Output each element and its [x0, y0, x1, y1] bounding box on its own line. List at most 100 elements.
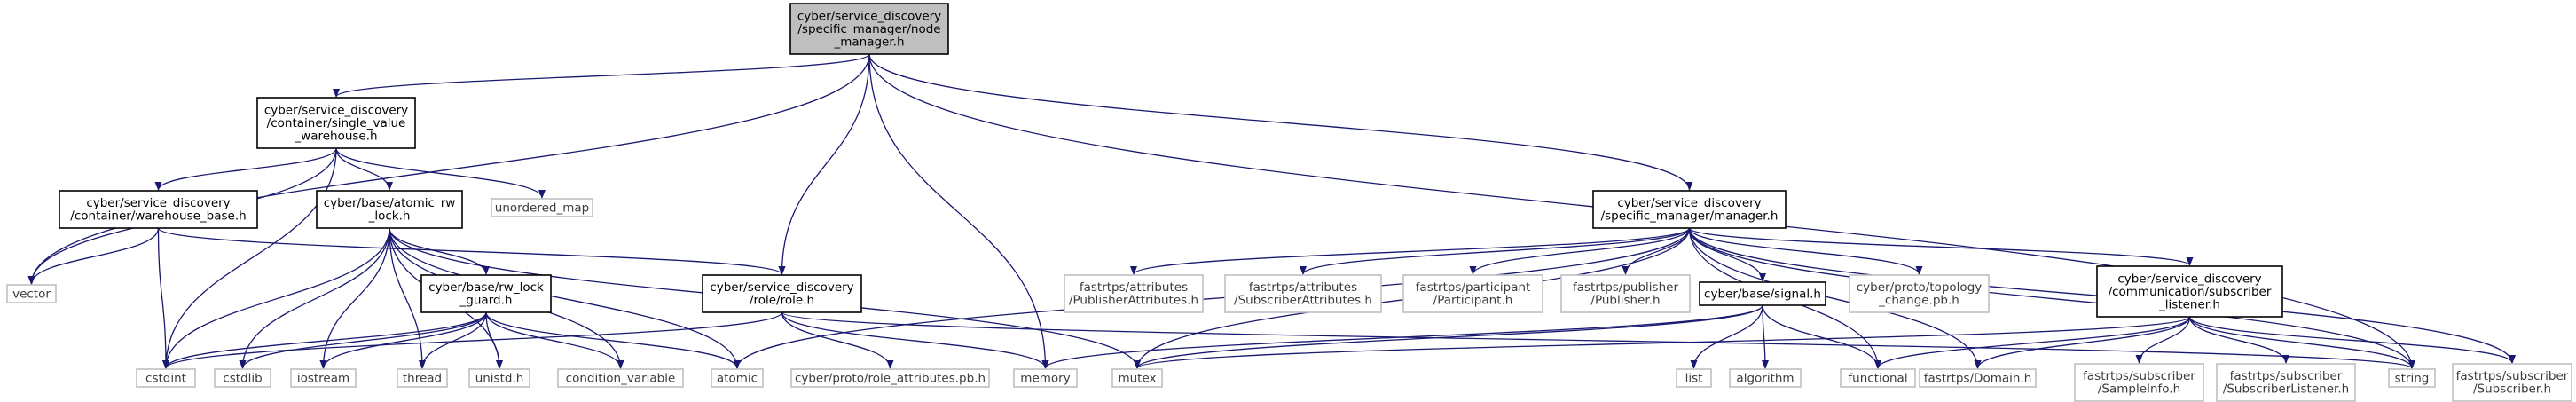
- node-label-line: list: [1685, 371, 1703, 385]
- node-vector[interactable]: vector: [6, 284, 57, 303]
- node-label-line: _change.pb.h: [1878, 294, 1959, 308]
- edge-atomic_rw_lock-to-cstdlib: [239, 227, 390, 369]
- node-label-line: cyber/service_discovery: [1617, 196, 1761, 210]
- node-thread[interactable]: thread: [397, 368, 448, 388]
- edge-node_manager-to-manager: [868, 53, 1693, 191]
- edge-warehouse_base-to-role: [157, 227, 786, 275]
- node-box: [420, 274, 552, 313]
- node-label-line: cstdint: [145, 371, 186, 385]
- node-box: [6, 284, 57, 303]
- node-label-line: cstdlib: [223, 371, 262, 385]
- node-sample-info[interactable]: fastrtps/subscriber/SampleInfo.h: [2074, 363, 2204, 402]
- node-box: [1729, 368, 1802, 388]
- edge-role-to-string: [781, 311, 2415, 369]
- node-publisher-attributes[interactable]: fastrtps/attributes/PublisherAttributes.…: [1064, 274, 1204, 313]
- node-single-value-warehouse[interactable]: cyber/service_discovery/container/single…: [256, 97, 416, 149]
- edge-role-to-memory: [781, 311, 1049, 369]
- node-label-line: _listener.h: [2158, 297, 2220, 311]
- node-label-line: cyber/service_discovery: [86, 196, 230, 210]
- node-box: [2388, 368, 2436, 388]
- node-rw-lock-guard[interactable]: cyber/base/rw_lock_guard.h: [420, 274, 552, 313]
- node-label-line: /SampleInfo.h: [2098, 382, 2180, 397]
- edge-subscriber_listener-to-sample_info: [2135, 316, 2191, 364]
- node-label-line: condition_variable: [566, 371, 676, 385]
- node-box: [790, 368, 990, 388]
- node-role[interactable]: cyber/service_discovery/role/role.h: [702, 274, 862, 313]
- edge-single_value_warehouse-to-atomic_rw_lock: [335, 147, 393, 191]
- node-label-line: cyber/service_discovery: [710, 280, 853, 295]
- node-manager[interactable]: cyber/service_discovery/specific_manager…: [1592, 190, 1787, 229]
- node-box: [1849, 274, 1990, 313]
- node-cstdlib[interactable]: cstdlib: [214, 368, 271, 388]
- node-subscriber-attributes[interactable]: fastrtps/attributes/SubscriberAttributes…: [1224, 274, 1382, 313]
- node-label-line: fastrtps/Domain.h: [1924, 371, 2032, 385]
- node-node-manager[interactable]: cyber/service_discovery/specific_manager…: [789, 3, 949, 55]
- edge-rw_lock_guard-to-unistd: [485, 311, 503, 369]
- node-signal[interactable]: cyber/base/signal.h: [1699, 281, 1826, 306]
- node-box: [1699, 281, 1826, 306]
- node-functional[interactable]: functional: [1840, 368, 1916, 388]
- node-label-line: cyber/base/signal.h: [1704, 287, 1821, 301]
- edge-signal-to-list: [1690, 304, 1763, 369]
- node-box: [2096, 265, 2283, 318]
- edge-manager-to-topology_change: [1688, 227, 1923, 275]
- node-domain[interactable]: fastrtps/Domain.h: [1919, 368, 2037, 388]
- node-subscriber-listener-h[interactable]: fastrtps/subscriber/SubscriberListener.h: [2216, 363, 2356, 402]
- node-atomic[interactable]: atomic: [711, 368, 764, 388]
- node-unistd[interactable]: unistd.h: [468, 368, 530, 388]
- node-subscriber-listener[interactable]: cyber/service_discovery/communication/su…: [2096, 265, 2283, 318]
- edge-warehouse_base-to-vector: [27, 227, 160, 285]
- node-label-line: cyber/proto/topology: [1857, 280, 1983, 295]
- node-label-line: /SubscriberListener.h: [2223, 382, 2349, 397]
- node-label-line: cyber/base/rw_lock: [428, 280, 544, 295]
- node-participant[interactable]: fastrtps/participant/Participant.h: [1402, 274, 1543, 313]
- node-label-line: atomic: [717, 371, 758, 385]
- edge-subscriber_listener-to-functional: [1874, 316, 2191, 369]
- node-box: [1676, 368, 1712, 388]
- node-layer: cyber/service_discovery/specific_manager…: [6, 3, 2572, 402]
- node-label-line: fastrtps/attributes: [1249, 280, 1357, 295]
- node-label-line: fastrtps/subscriber: [2456, 369, 2569, 383]
- node-label-line: /container/warehouse_base.h: [70, 209, 246, 224]
- edge-rw_lock_guard-to-cstdint: [162, 311, 487, 369]
- node-label-line: /specific_manager/manager.h: [1601, 209, 1779, 224]
- node-label-line: /PublisherAttributes.h: [1069, 294, 1198, 308]
- node-string[interactable]: string: [2388, 368, 2436, 388]
- node-box: [2216, 363, 2356, 402]
- node-label-line: thread: [403, 371, 442, 385]
- node-role-attributes[interactable]: cyber/proto/role_attributes.pb.h: [790, 368, 990, 388]
- node-mutex[interactable]: mutex: [1111, 368, 1163, 388]
- node-algorithm[interactable]: algorithm: [1729, 368, 1802, 388]
- edge-role-to-role_attributes: [781, 311, 894, 369]
- edge-atomic_rw_lock-to-thread: [389, 227, 426, 369]
- edge-subscriber_listener-to-subscriber: [2188, 316, 2516, 364]
- node-label-line: iostream: [297, 371, 349, 385]
- edge-node_manager-to-vector: [27, 53, 870, 285]
- node-unordered-map[interactable]: unordered_map: [491, 198, 593, 217]
- edge-signal-to-mutex: [1134, 304, 1763, 369]
- node-memory[interactable]: memory: [1013, 368, 1078, 388]
- node-cstdint[interactable]: cstdint: [136, 368, 196, 388]
- edge-single_value_warehouse-to-unordered_map: [335, 147, 546, 199]
- node-atomic-rw-lock[interactable]: cyber/base/atomic_rw_lock.h: [316, 190, 463, 229]
- edge-single_value_warehouse-to-cstdint: [162, 147, 337, 369]
- node-iostream[interactable]: iostream: [290, 368, 357, 388]
- edge-signal-to-memory: [1041, 304, 1763, 369]
- node-box: [2452, 363, 2572, 402]
- node-condition-variable[interactable]: condition_variable: [557, 368, 684, 388]
- node-subscriber[interactable]: fastrtps/subscriber/Subscriber.h: [2452, 363, 2572, 402]
- node-list[interactable]: list: [1676, 368, 1712, 388]
- node-warehouse-base[interactable]: cyber/service_discovery/container/wareho…: [59, 190, 258, 229]
- edge-manager-to-subscriber_listener: [1688, 227, 2194, 266]
- node-box: [1402, 274, 1543, 313]
- edge-subscriber_listener-to-mutex: [1134, 316, 2191, 369]
- node-box: [1592, 190, 1787, 229]
- node-label-line: memory: [1020, 371, 1070, 385]
- edge-atomic_rw_lock-to-atomic: [389, 227, 741, 369]
- node-box: [2074, 363, 2204, 402]
- node-publisher[interactable]: fastrtps/publisher/Publisher.h: [1560, 274, 1691, 313]
- node-topology-change[interactable]: cyber/proto/topology_change.pb.h: [1849, 274, 1990, 313]
- node-label-line: /role/role.h: [750, 294, 814, 308]
- edge-manager-to-publisher: [1622, 227, 1691, 275]
- node-box: [214, 368, 271, 388]
